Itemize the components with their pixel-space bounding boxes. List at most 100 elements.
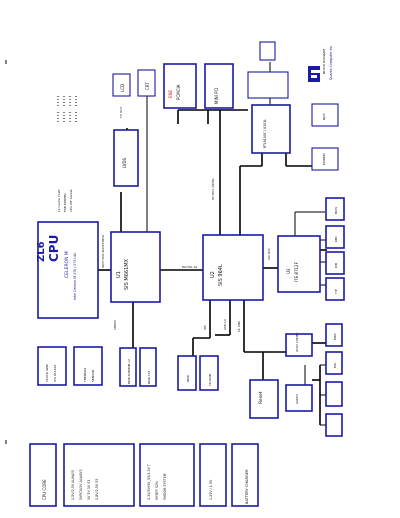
cpu-sub2: Intel Celeron M 478 / 479 ULV — [73, 252, 77, 300]
lan-block[interactable]: RTL8100C / 8101L — [251, 104, 291, 154]
right-block-3-label: K/B — [334, 263, 338, 268]
bus-label-smbus: SMBUS — [113, 320, 117, 330]
thermal-block[interactable]: THERMAL SENSOR — [73, 346, 103, 386]
right-block-2[interactable] — [325, 225, 345, 249]
ddr-label-2: DDR 333 — [147, 371, 151, 384]
ddr-label-1: DDR SODIMM x2 — [127, 359, 131, 384]
logo-mark — [308, 66, 320, 82]
bus-label-host: HOST BUS 400/533MHz — [101, 235, 105, 268]
clock-box — [37, 346, 67, 386]
cpu-block[interactable]: ZL6 CPU CELERON M Intel Celeron M 478 / … — [36, 221, 99, 319]
right-block-2-label: KBC — [334, 236, 338, 242]
lcd-block[interactable]: LCD — [112, 73, 131, 97]
right-column-blocks: BIOS KBC K/B T/P — [325, 197, 345, 301]
bus-label-mutiol: MuTIOL 1G — [182, 265, 197, 269]
rj45-block[interactable]: RJ45 — [311, 103, 339, 127]
audio-right-4[interactable] — [325, 413, 343, 437]
power-1-name: CPU CORE — [42, 479, 47, 500]
odd-block[interactable]: CD-ROM — [199, 355, 219, 391]
power-block-4[interactable]: 1.25V / 1.5V — [199, 443, 227, 507]
modem-box — [311, 147, 339, 171]
cpu-title: ZL6 — [36, 241, 47, 262]
ac97-block[interactable]: AC97 CODEC — [285, 332, 313, 357]
power-block-2[interactable]: 1.5V/2.5V ALWAYS 5VPCU/3V ALWAYS 3V 5V 3… — [63, 443, 135, 507]
pcmcia-block[interactable]: ENE PCMCIA — [163, 63, 197, 109]
power-block-3[interactable]: 3.3V/5V/5V_S5/3.3V T MYBFF S2N SMDDR SYS… — [139, 443, 195, 507]
company-name: Quanta Computer Inc. — [329, 45, 333, 80]
small-top-block[interactable] — [259, 41, 276, 61]
power-box-4 — [199, 443, 227, 507]
cpu-note-2: FSB 400MHz — [63, 193, 67, 212]
northbridge-box — [110, 231, 161, 303]
crt-block[interactable]: CRT — [137, 69, 156, 97]
clock-label-2: ICS 951464 — [53, 365, 57, 382]
ddr-block[interactable]: DDR SODIMM x2 DDR 333 — [119, 347, 157, 387]
cpu-name: CPU — [47, 235, 61, 262]
right-block-3[interactable] — [325, 251, 345, 275]
cpu-notes: L2 Cache 512K FSB 400MHz CPU ZIF Socket — [57, 188, 73, 212]
power-box-3 — [139, 443, 195, 507]
southbridge-ref: U2 — [210, 271, 216, 278]
lan-top-block[interactable] — [247, 71, 289, 99]
power-block-cpu-core[interactable]: CPU CORE — [29, 443, 57, 507]
northbridge-name: SIS M661MX — [124, 258, 130, 290]
power-block-battery-charger[interactable]: BATTERY CHARGER — [231, 443, 259, 507]
right-block-1-label: BIOS — [334, 207, 338, 214]
power-2-line-4: 1.8V/2.5V S5 — [95, 479, 99, 500]
cpu-box — [37, 221, 99, 319]
northbridge-ref: U1 — [116, 271, 122, 278]
power-4-line-1: 1.25V / 1.5V — [209, 479, 213, 500]
lvds-block[interactable]: LVDS — [113, 129, 139, 187]
reset-block[interactable]: Reset — [249, 379, 279, 419]
crt-label: CRT — [145, 82, 150, 90]
minipci-label: MINI PCI — [214, 88, 219, 104]
bus-label-ide: IDE — [203, 325, 207, 330]
clock-block[interactable]: CLOCK GEN ICS 951464 — [37, 346, 67, 386]
audio-right-1[interactable] — [325, 323, 343, 347]
southbridge-block[interactable]: U2 SIS 964L — [202, 234, 264, 301]
thermal-box — [73, 346, 103, 386]
ac97-label: AC97 CODEC — [295, 332, 299, 352]
northbridge-block[interactable]: U1 SIS M661MX — [110, 231, 161, 303]
hdd-box — [177, 355, 197, 391]
southbridge-name: SIS 964L — [218, 264, 224, 286]
tv-out-label: TV OUT — [119, 107, 123, 119]
company-logo: Quanta Computer Inc. BLOCK DIAGRAM — [308, 45, 333, 82]
audio-right-3[interactable] — [325, 381, 343, 407]
clock-label-1: CLOCK GEN — [45, 364, 49, 382]
superio-block[interactable]: U3 ITE 8712F — [277, 235, 321, 293]
power-2-line-3: 3V 5V 3V S3 — [87, 480, 91, 500]
rj45-label: RJ45 — [322, 113, 326, 120]
bus-labels: HOST BUS 400/533MHz MuTIOL 1G PCI BUS 33… — [101, 178, 271, 332]
bus-label-aclink: AC LINK — [237, 321, 241, 332]
cpu-note-1: L2 Cache 512K — [57, 188, 61, 212]
modem-block[interactable]: MODEM — [311, 147, 339, 171]
audio-block[interactable]: AUDIO — [285, 384, 313, 412]
power-2-line-1: 1.5V/2.5V ALWAYS — [71, 470, 75, 500]
right-block-1[interactable] — [325, 197, 345, 221]
right-block-4[interactable] — [325, 277, 345, 301]
hdd-label: HDD — [186, 374, 190, 382]
thermal-label-1: THERMAL — [83, 367, 87, 383]
ddr-box-2 — [139, 347, 157, 387]
ac97-box — [285, 333, 313, 357]
audio-label: AUDIO — [295, 394, 299, 404]
odd-label: CD-ROM — [208, 373, 212, 386]
reset-label: Reset — [258, 391, 264, 404]
power-3-line-2: MYBFF S2N — [155, 481, 159, 500]
audio-right-2[interactable] — [325, 351, 343, 375]
reset-box — [249, 379, 279, 419]
diagram-title: BLOCK DIAGRAM — [322, 48, 326, 74]
lan-label: RTL8100C / 8101L — [263, 119, 267, 148]
southbridge-box — [202, 234, 264, 301]
hdd-block[interactable]: HDD — [177, 355, 197, 391]
crt-box — [137, 69, 156, 97]
power-box-1 — [29, 443, 57, 507]
small-top-box — [259, 41, 276, 61]
lvds-label: LVDS — [122, 157, 127, 168]
minipci-block[interactable]: MINI PCI — [204, 63, 234, 109]
power-5-name: BATTERY CHARGER — [245, 469, 249, 504]
power-2-line-2: 5VPCU/3V ALWAYS — [79, 469, 83, 500]
ddr-box-1 — [119, 347, 137, 387]
